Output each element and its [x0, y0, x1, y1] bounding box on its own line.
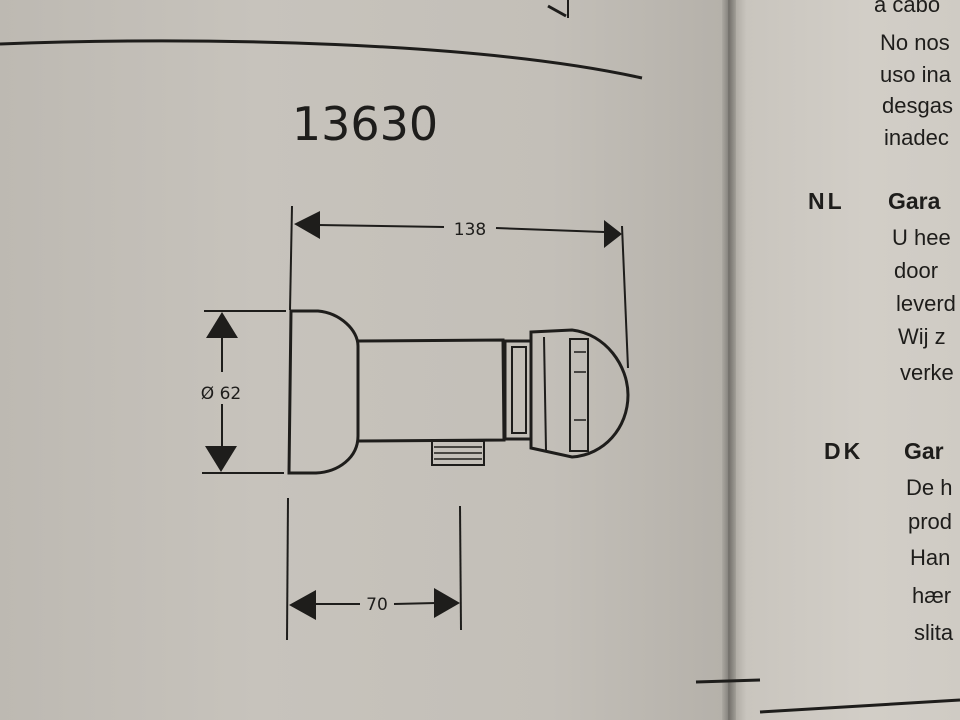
text-line: uso ina: [880, 62, 951, 87]
model-number: 13630: [292, 97, 438, 151]
text-line: door: [894, 258, 939, 283]
book-gutter: [722, 0, 736, 720]
text-line: leverd: [896, 291, 956, 316]
language-code: DK: [824, 438, 864, 464]
bottom-rule: [759, 698, 960, 714]
section-heading: Gara: [888, 188, 941, 214]
arrow-fragment: [547, 4, 567, 18]
text-line: Han: [910, 545, 951, 570]
text-line: De h: [906, 475, 953, 500]
text-line: No nos: [880, 30, 950, 55]
text-line: Wij z: [898, 324, 946, 349]
text-line: prod: [908, 509, 953, 534]
length-label: 138: [454, 220, 486, 240]
language-code: NL: [808, 188, 845, 214]
text-line: U hee: [892, 225, 951, 250]
text-line: a cabo: [874, 0, 941, 17]
section-heading: Gar: [904, 438, 944, 464]
diameter-dimension: Ø 62: [201, 310, 286, 474]
right-page: [728, 0, 960, 720]
diameter-label: Ø 62: [201, 384, 241, 404]
text-line: inadec: [884, 125, 949, 150]
text-line: slita: [914, 620, 954, 645]
text-line: desgas: [882, 93, 953, 118]
left-page: [0, 0, 735, 720]
text-line: hær: [912, 583, 952, 608]
offset-dimension: 70: [286, 497, 462, 641]
section-divider-line: [0, 39, 643, 80]
length-dimension: 138: [289, 205, 629, 369]
text-line: verke: [900, 360, 954, 385]
shower-outlet-outline: [287, 309, 630, 475]
offset-label: 70: [366, 595, 388, 615]
bottom-rule: [695, 678, 761, 684]
